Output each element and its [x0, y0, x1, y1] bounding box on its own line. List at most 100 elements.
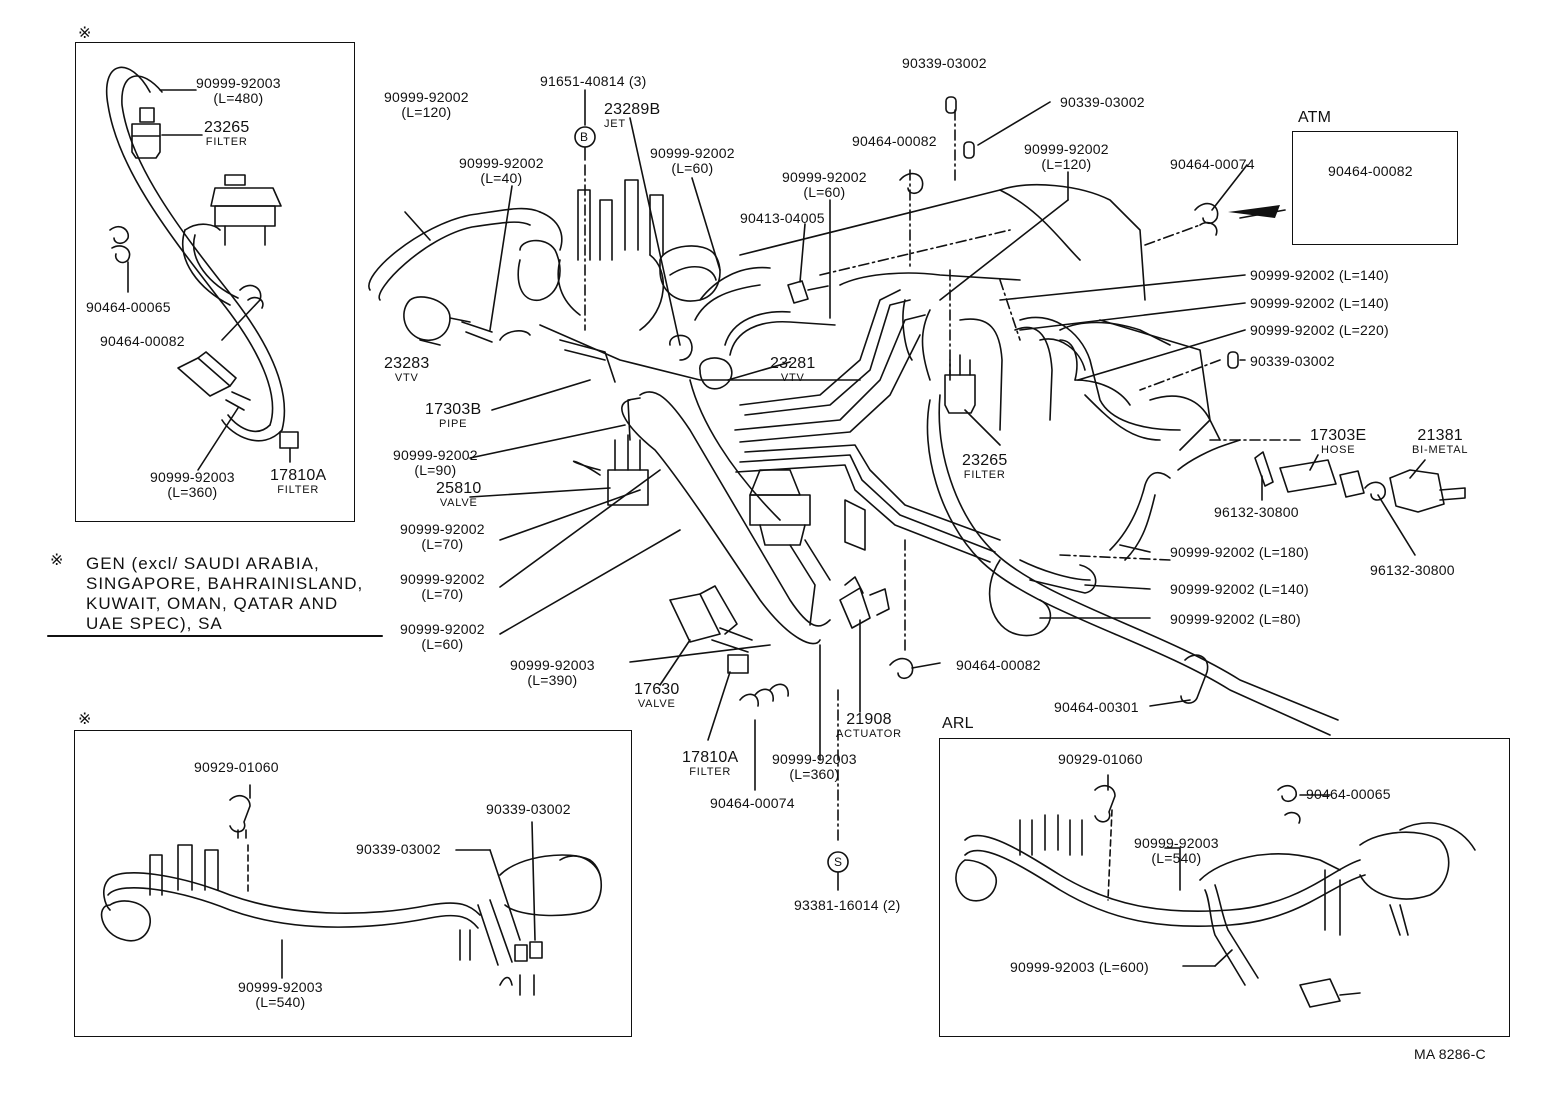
callout-clamp-82-mid: 90464-00082 [956, 658, 1041, 673]
callout-br-clip-90929: 90929-01060 [1058, 752, 1143, 767]
callout-part-number: (L=60) [671, 160, 714, 176]
callout-part-name: ACTUATOR [836, 728, 902, 740]
callout-part-number: 93381-16014 (2) [794, 897, 901, 913]
callout-plug-90339-b: 90339-03002 [1060, 95, 1145, 110]
callout-part-number: 90464-00082 [1328, 163, 1413, 179]
callout-clamp-74-bottom: 90464-00074 [710, 796, 795, 811]
callout-part-number: 90464-00065 [86, 299, 171, 315]
callout-part-number: 96132-30800 [1214, 504, 1299, 520]
callout-part-number: 17810A [682, 749, 739, 766]
callout-part-number: 23281 [770, 355, 816, 372]
callout-part-number: 90999-92003 [772, 751, 857, 767]
callout-part-number: 17303B [425, 401, 482, 418]
callout-bolt-91651: 91651-40814 (3) [540, 74, 647, 89]
callout-part-number: (L=120) [1041, 156, 1092, 172]
callout-part-number: 17630 [634, 681, 680, 698]
callout-hose-90: 90999-92002(L=90) [393, 448, 478, 478]
callout-part-number: 90929-01060 [194, 759, 279, 775]
callout-part-number: 90464-00082 [100, 333, 185, 349]
callout-plug-90339-a: 90339-03002 [902, 56, 987, 71]
callout-part-number: 90999-92002 (L=220) [1250, 322, 1389, 338]
callout-part-number: (L=60) [421, 636, 464, 652]
callout-hose-70-a: 90999-92002(L=70) [400, 522, 485, 552]
callout-tl-hose-360: 90999-92003(L=360) [150, 470, 235, 500]
note-line-3: KUWAIT, OMAN, QATAR AND [86, 594, 339, 613]
note-asterisk: ※ [50, 552, 64, 569]
callout-part-number: 90413-04005 [740, 210, 825, 226]
callout-part-number: (L=360) [167, 484, 218, 500]
callout-hose-140-a: 90999-92002 (L=140) [1250, 268, 1389, 283]
callout-part-number: 90999-92002 (L=140) [1250, 267, 1389, 283]
callout-br-hose-600: 90999-92003 (L=600) [1010, 960, 1149, 975]
note-line-2: SINGAPORE, BAHRAINISLAND, [86, 574, 364, 593]
callout-hose-390: 90999-92003(L=390) [510, 658, 595, 688]
callout-hose-360-mid: 90999-92003(L=360) [772, 752, 857, 782]
asterisk-mark-bottom: ※ [78, 711, 92, 728]
top-left-inset-frame [75, 42, 355, 522]
callout-hose-120-b: 90999-92002(L=120) [1024, 142, 1109, 172]
callout-part-number: 90339-03002 [1060, 94, 1145, 110]
bottom-left-inset-frame [74, 730, 632, 1037]
callout-part-name: FILTER [277, 484, 320, 496]
callout-part-number: 90999-92002 [400, 521, 485, 537]
callout-part-number: 90999-92003 [196, 75, 281, 91]
callout-hose-220: 90999-92002 (L=220) [1250, 323, 1389, 338]
callout-part-number: (L=540) [255, 994, 306, 1010]
callout-part-number: 90999-92002 [1024, 141, 1109, 157]
callout-part-number: 90999-92002 (L=140) [1170, 581, 1309, 597]
bottom-right-inset-drawing [955, 774, 1476, 1008]
callout-part-name: HOSE [1321, 444, 1356, 456]
callout-part-number: 90464-00082 [956, 657, 1041, 673]
callout-tl-clamp-65: 90464-00065 [86, 300, 171, 315]
callout-part-name: FILTER [689, 766, 732, 778]
callout-part-number: 91651-40814 (3) [540, 73, 647, 89]
callout-clip-96132-a: 96132-30800 [1214, 505, 1299, 520]
callout-part-name: VTV [780, 372, 805, 384]
callout-part-number: 17303E [1310, 427, 1367, 444]
callout-part-number: 23265 [962, 452, 1008, 469]
atm-label: ATM [1298, 109, 1332, 126]
callout-hose-120-a: 90999-92002(L=120) [384, 90, 469, 120]
callout-part-name: VALVE [439, 497, 478, 509]
callout-part-number: 90999-92002 [400, 621, 485, 637]
callout-part-number: 90999-92002 [459, 155, 544, 171]
callout-part-number: (L=40) [480, 170, 523, 186]
callout-part-number: 90999-92003 [150, 469, 235, 485]
callout-part-number: 90464-00065 [1306, 786, 1391, 802]
callout-part-number: 23289B [604, 101, 661, 118]
callout-part-number: 90999-92002 [400, 571, 485, 587]
callout-plug-90339-c: 90339-03002 [1250, 354, 1335, 369]
asterisk-mark-top: ※ [78, 25, 92, 42]
callout-part-number: 23265 [204, 119, 250, 136]
callout-part-number: 90999-92002 [384, 89, 469, 105]
callout-bolt-93381: 93381-16014 (2) [794, 898, 901, 913]
bottom-right-inset-frame [939, 738, 1510, 1037]
callout-part-number: 90999-92002 [393, 447, 478, 463]
callout-clamp-74-top: 90464-00074 [1170, 157, 1255, 172]
callout-part-number: 90464-00074 [1170, 156, 1255, 172]
callout-part-number: (L=480) [213, 90, 264, 106]
callout-bl-plug-a: 90339-03002 [356, 842, 441, 857]
callout-part-number: 90464-00082 [852, 133, 937, 149]
callout-part-number: (L=360) [789, 766, 840, 782]
callout-part-number: 90999-92003 (L=600) [1010, 959, 1149, 975]
callout-part-number: 90999-92003 [238, 979, 323, 995]
callout-part-number: 90464-00301 [1054, 699, 1139, 715]
callout-part-number: (L=390) [527, 672, 578, 688]
callout-hose-80: 90999-92002 (L=80) [1170, 612, 1301, 627]
callout-part-name: VTV [394, 372, 419, 384]
callout-part-number: (L=120) [401, 104, 452, 120]
callout-hose-140-c: 90999-92002 (L=140) [1170, 582, 1309, 597]
callout-hose-70-b: 90999-92002(L=70) [400, 572, 485, 602]
callout-part-number: 90464-00074 [710, 795, 795, 811]
note-line-1: GEN (excl/ SAUDI ARABIA, [86, 554, 320, 573]
circle-b-label: B [580, 130, 589, 144]
